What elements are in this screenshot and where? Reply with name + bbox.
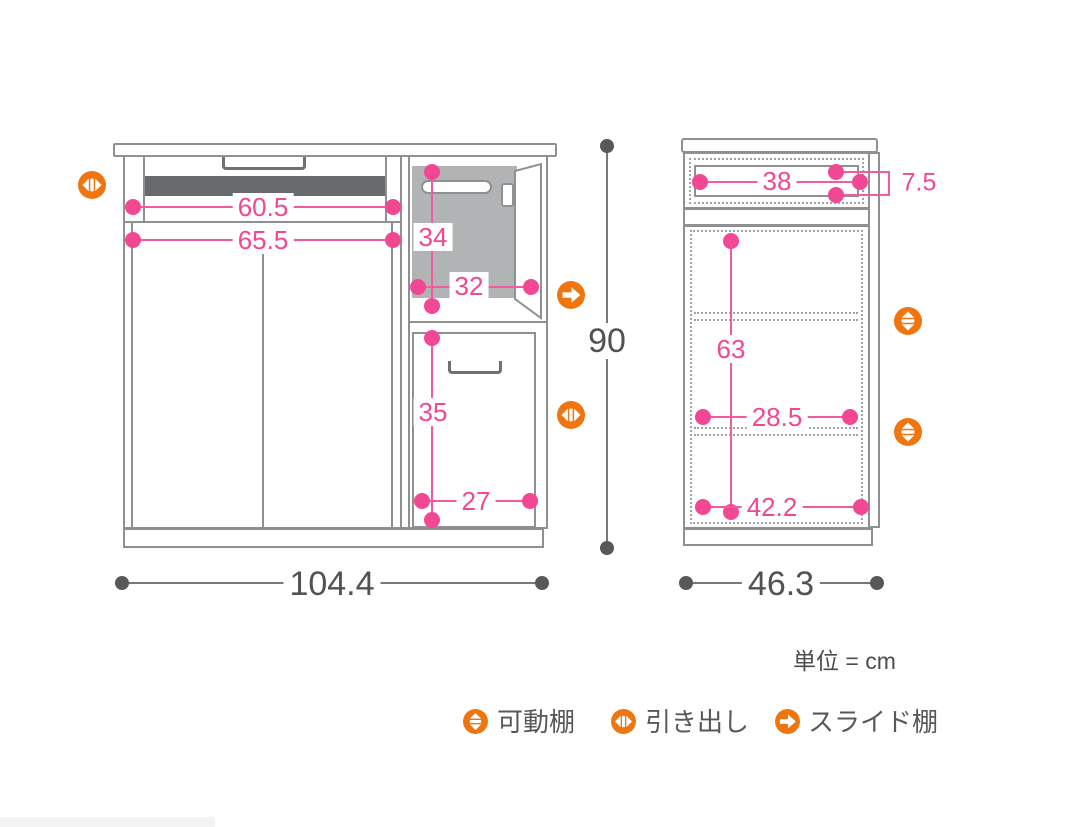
legend-label-drawer: 引き出し — [645, 707, 750, 737]
dim-dot — [695, 499, 711, 515]
dim-label-lower-door-width: 27 — [456, 487, 496, 515]
dim-dot — [535, 576, 549, 590]
dim-dot — [125, 199, 141, 215]
right-arrow-icon — [775, 709, 800, 734]
dim-dot — [424, 298, 440, 314]
dim-dot — [414, 493, 430, 509]
dim-label-drawer-inner-width: 60.5 — [232, 193, 294, 221]
dim-dot — [679, 576, 693, 590]
dim-label-drawer-inner-height: 7.5 — [901, 168, 937, 197]
dim-dot — [125, 232, 141, 248]
shelf-dashed-line — [694, 312, 858, 314]
left-door-edge-line — [131, 221, 133, 528]
dim-dot — [424, 330, 440, 346]
door-split-line — [262, 227, 264, 528]
right-arrow-icon — [557, 281, 585, 309]
dim-dot — [692, 174, 708, 190]
drawer-section-divider-line — [125, 221, 402, 223]
dim-dot — [853, 499, 869, 515]
side-interior-dotted-outline — [690, 230, 863, 524]
dim-dot — [523, 279, 539, 295]
left-right-arrows-icon — [557, 401, 585, 429]
dim-line — [730, 241, 732, 512]
dim-dot — [600, 139, 614, 153]
dim-line — [836, 171, 890, 173]
dim-dot — [842, 409, 858, 425]
dim-label-niche-height: 34 — [413, 223, 453, 251]
side-base — [683, 528, 873, 546]
right-door-edge-line — [391, 221, 393, 528]
dim-dot — [828, 187, 844, 203]
bottom-left-strip — [0, 817, 215, 827]
dim-dot — [828, 164, 844, 180]
drawer-frame-left-line — [143, 157, 145, 222]
left-right-arrows-icon — [78, 171, 106, 199]
side-lower-cabinet — [683, 225, 870, 529]
front-cabinet-base — [123, 528, 544, 548]
partition-line-left — [400, 157, 402, 528]
dim-label-drawer-depth: 38 — [757, 167, 797, 195]
dim-dot — [695, 409, 711, 425]
up-down-arrows-icon — [894, 307, 922, 335]
dim-line — [836, 194, 890, 196]
lower-door-handle — [448, 361, 502, 374]
dim-label-niche-width: 32 — [449, 272, 489, 300]
niche-handle — [421, 180, 492, 194]
dim-label-interior-height: 63 — [711, 335, 751, 363]
side-countertop — [681, 138, 878, 153]
dim-dot — [410, 279, 426, 295]
dim-label-total-width: 104.4 — [283, 566, 381, 602]
dim-label-total-height: 90 — [582, 323, 632, 359]
dim-dot — [522, 493, 538, 509]
dim-dot — [852, 174, 868, 190]
up-down-arrows-icon — [894, 418, 922, 446]
drawer-slot — [145, 176, 385, 196]
drawer-frame-right-line — [385, 157, 387, 222]
dim-line — [888, 171, 890, 196]
side-mid-band — [683, 208, 870, 226]
dim-label-total-depth: 46.3 — [741, 566, 821, 602]
legend-label-slide-shelf: スライド棚 — [808, 707, 939, 737]
dim-dot — [424, 164, 440, 180]
open-door-panel — [514, 162, 542, 320]
dim-dot — [600, 541, 614, 555]
dim-dot — [870, 576, 884, 590]
dim-dot — [723, 504, 739, 520]
shelf-dashed-line — [694, 434, 858, 436]
dim-label-doors-inner-width: 65.5 — [232, 226, 294, 254]
left-right-arrows-icon — [611, 709, 636, 734]
dim-dot — [385, 199, 401, 215]
shelf-dashed-line — [694, 319, 858, 321]
dim-dot — [723, 233, 739, 249]
partition-line-right — [408, 157, 410, 528]
dim-line — [431, 338, 433, 520]
niche-outlet — [501, 183, 514, 207]
up-down-arrows-icon — [463, 709, 488, 734]
dim-label-shelf-depth: 28.5 — [746, 403, 808, 431]
legend-label-adjustable-shelf: 可動棚 — [497, 707, 576, 737]
dim-dot — [385, 232, 401, 248]
dim-dot — [115, 576, 129, 590]
niche-shelf-line — [409, 321, 546, 323]
dim-dot — [424, 512, 440, 528]
dim-label-lower-door-height: 35 — [413, 398, 453, 426]
dim-label-bottom-depth: 42.2 — [741, 493, 803, 521]
unit-note: 単位 = cm — [793, 648, 896, 674]
drawer-handle — [222, 157, 306, 170]
